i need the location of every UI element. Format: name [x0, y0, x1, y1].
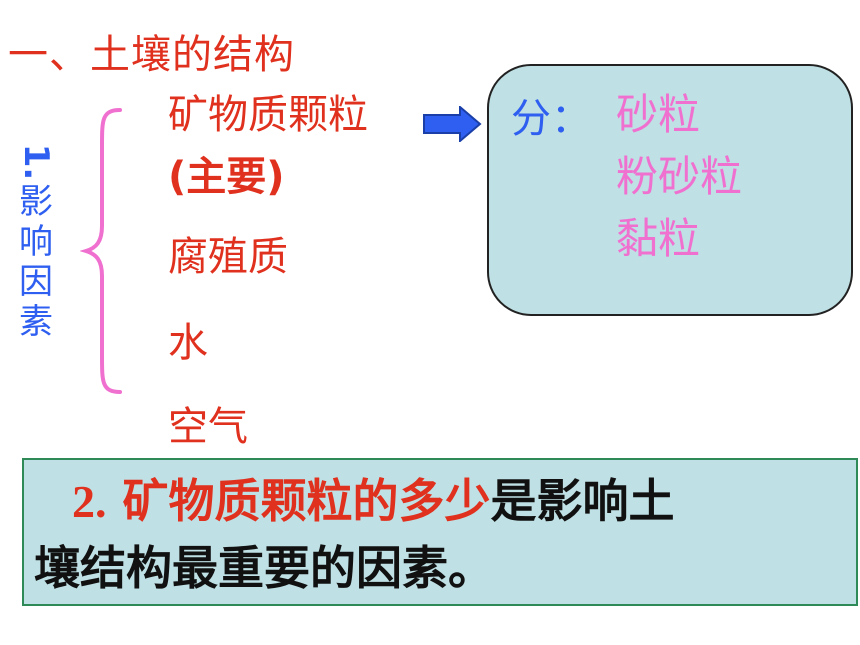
classification-prefix: 分：	[511, 96, 591, 142]
influencing-factors-label: 1. 影 响 因 素	[14, 142, 58, 342]
particle-kind-silt: 粉砂粒	[616, 152, 743, 201]
particle-kind-clay: 黏粒	[616, 214, 701, 263]
conclusion-rest: 是影响土	[490, 474, 675, 528]
factor-char: 因	[19, 262, 53, 302]
particle-kinds-list: 砂粒 粉砂粒 黏粒	[616, 84, 742, 270]
factor-char: 素	[19, 302, 53, 342]
factor-char: 响	[19, 222, 53, 262]
component-humus: 腐殖质	[168, 234, 288, 280]
component-mineral-particles: 矿物质颗粒	[168, 92, 368, 138]
factor-char: 影	[19, 182, 53, 222]
conclusion-line-1: 2. 矿物质颗粒的多少是影响土	[34, 468, 846, 535]
particle-kind-sand: 砂粒	[616, 90, 701, 139]
right-arrow-icon	[423, 106, 482, 142]
component-water: 水	[168, 320, 208, 366]
conclusion-highlight: 矿物质颗粒的多少	[106, 474, 491, 528]
curly-brace-icon	[80, 108, 122, 394]
component-main-note: (主要)	[168, 154, 285, 200]
slide-title: 一、土壤的结构	[8, 32, 295, 78]
conclusion-number: 2.	[72, 476, 107, 527]
factor-number: 1.	[16, 143, 56, 181]
conclusion-box: 2. 矿物质颗粒的多少是影响土 壤结构最重要的因素。	[22, 458, 858, 606]
classification-box: 分： 砂粒 粉砂粒 黏粒	[487, 64, 853, 316]
component-air: 空气	[168, 404, 248, 450]
conclusion-line-2: 壤结构最重要的因素。	[34, 541, 494, 595]
